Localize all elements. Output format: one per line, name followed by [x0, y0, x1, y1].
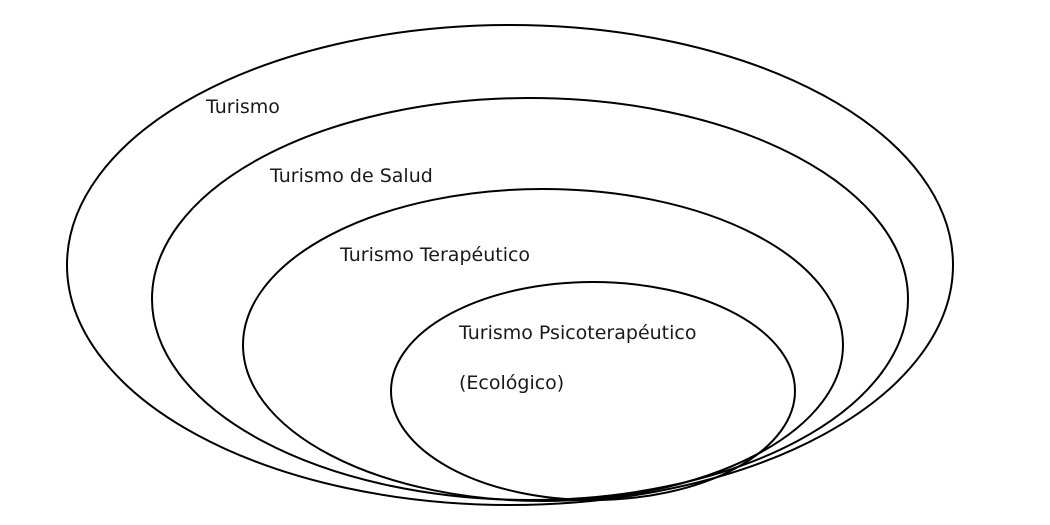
set-turismo-psicoterapeutico-sublabel: (Ecológico) [459, 372, 564, 394]
set-turismo-terapeutico-ellipse [242, 188, 844, 502]
set-turismo-label: Turismo [205, 96, 280, 118]
set-turismo-salud-label: Turismo de Salud [269, 165, 433, 187]
set-turismo-psicoterapeutico-ellipse [390, 281, 796, 501]
set-turismo-ellipse [66, 24, 954, 506]
set-turismo-salud-ellipse [151, 97, 909, 501]
set-turismo-psicoterapeutico-label: Turismo Psicoterapéutico [458, 322, 696, 344]
set-turismo-terapeutico-label: Turismo Terapéutico [339, 244, 530, 266]
